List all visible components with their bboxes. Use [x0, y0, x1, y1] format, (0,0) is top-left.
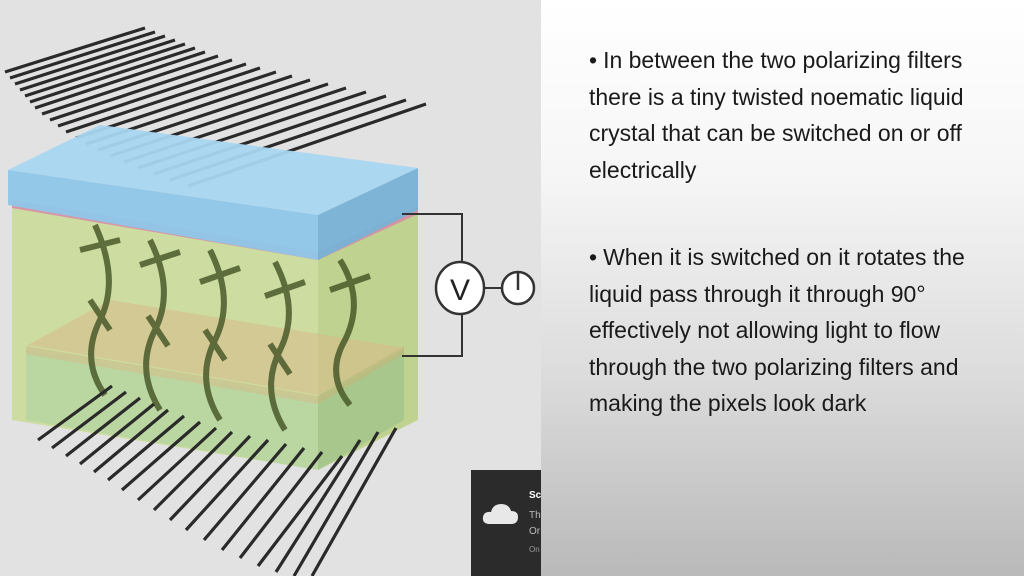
- bullet-mark: •: [589, 47, 598, 73]
- twisted-molecules: [79, 223, 371, 432]
- notification-line-1: Th: [529, 510, 541, 521]
- bottom-polarizer: [37, 384, 398, 576]
- bullet-mark: •: [589, 244, 598, 270]
- lcd-illustration: V: [0, 0, 541, 576]
- voltmeter-label: V: [450, 274, 470, 307]
- lcd-diagram: V: [4, 26, 536, 576]
- bullet-text-2: When it is switched on it rotates the li…: [589, 244, 965, 416]
- power-switch-icon: [500, 270, 536, 306]
- notification-line-3: On: [529, 545, 540, 554]
- bullet-point-1: •In between the two polarizing filters t…: [589, 42, 989, 188]
- voltmeter: V: [434, 260, 486, 316]
- notification-toast[interactable]: Sc Th Or On: [471, 470, 541, 576]
- cloud-icon: [482, 504, 518, 524]
- text-panel: •In between the two polarizing filters t…: [541, 0, 1024, 576]
- top-glass: [8, 125, 418, 260]
- bullet-point-2: •When it is switched on it rotates the l…: [589, 239, 989, 422]
- notification-title: Sc: [529, 490, 541, 501]
- bullet-text-1: In between the two polarizing filters th…: [589, 47, 964, 183]
- notification-line-2: Or: [529, 526, 541, 537]
